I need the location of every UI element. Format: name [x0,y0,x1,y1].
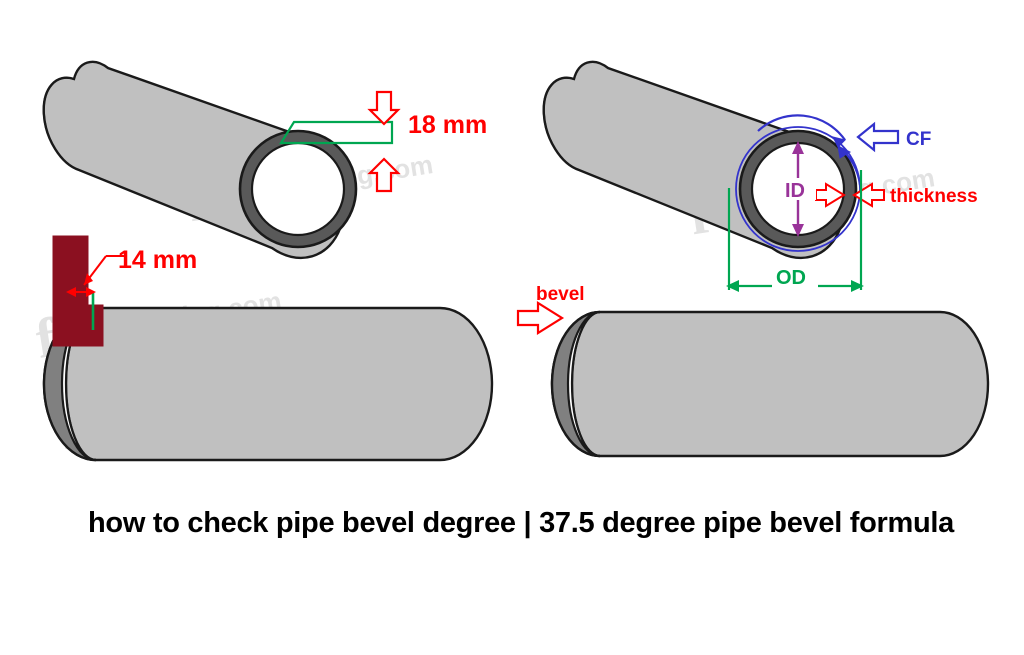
dim-18mm: 18 mm [279,90,487,193]
pipe-bore-opening [566,310,601,458]
dim-14mm-label: 14 mm [118,246,197,274]
dim-14mm-leader-head-icon [84,273,93,285]
pipe-end-bore [250,141,346,237]
dim-14mm-arrow-right-icon [86,287,96,297]
pipe-back-edge [42,76,80,171]
label-bevel: bevel [516,284,585,335]
od-arrow-left-icon [726,280,739,292]
pipe-barrel [550,310,990,458]
label-id: ID [782,141,816,237]
thickness-label: thickness [890,186,978,207]
page-caption: how to check pipe bevel degree | 37.5 de… [88,507,954,539]
pipe-back-edge [542,76,580,171]
label-thickness: thickness [815,182,978,208]
id-label-bg [782,178,816,200]
cf-label: CF [906,129,931,150]
thickness-arrow-right-icon [852,182,885,208]
dim-14mm: 14 mm [66,246,197,330]
id-arrow-top-icon [792,141,804,154]
cf-arc-top [757,114,846,141]
pipe-bottom-right: bevel [516,284,990,458]
label-od: OD [726,170,864,292]
od-label-bg [772,266,818,288]
dim-18mm-arrow-top-icon [367,90,401,126]
pipe-barrel [42,306,494,462]
cf-arc-top-head-icon [832,136,846,148]
pipe-top-right: CF thickness ID [542,60,978,292]
pipe-bottom-left: 14 mm [42,235,494,462]
dim-14mm-arrow-left-icon [66,287,76,297]
bevel-label: bevel [536,284,585,305]
pipe-top-left: 18 mm [42,60,487,260]
od-label: OD [776,267,806,289]
label-cf: CF [757,114,931,186]
dim-18mm-guide-box [279,120,394,145]
id-arrow-bottom-icon [792,224,804,237]
dim-18mm-arrow-bottom-icon [367,157,401,193]
cf-arc-bottom-head-icon [837,145,852,159]
bevel-arrow-icon [516,301,565,335]
cf-arrow-icon [856,121,900,153]
od-arrow-right-icon [851,280,864,292]
dim-18mm-label: 18 mm [408,111,487,139]
id-label: ID [785,180,805,202]
